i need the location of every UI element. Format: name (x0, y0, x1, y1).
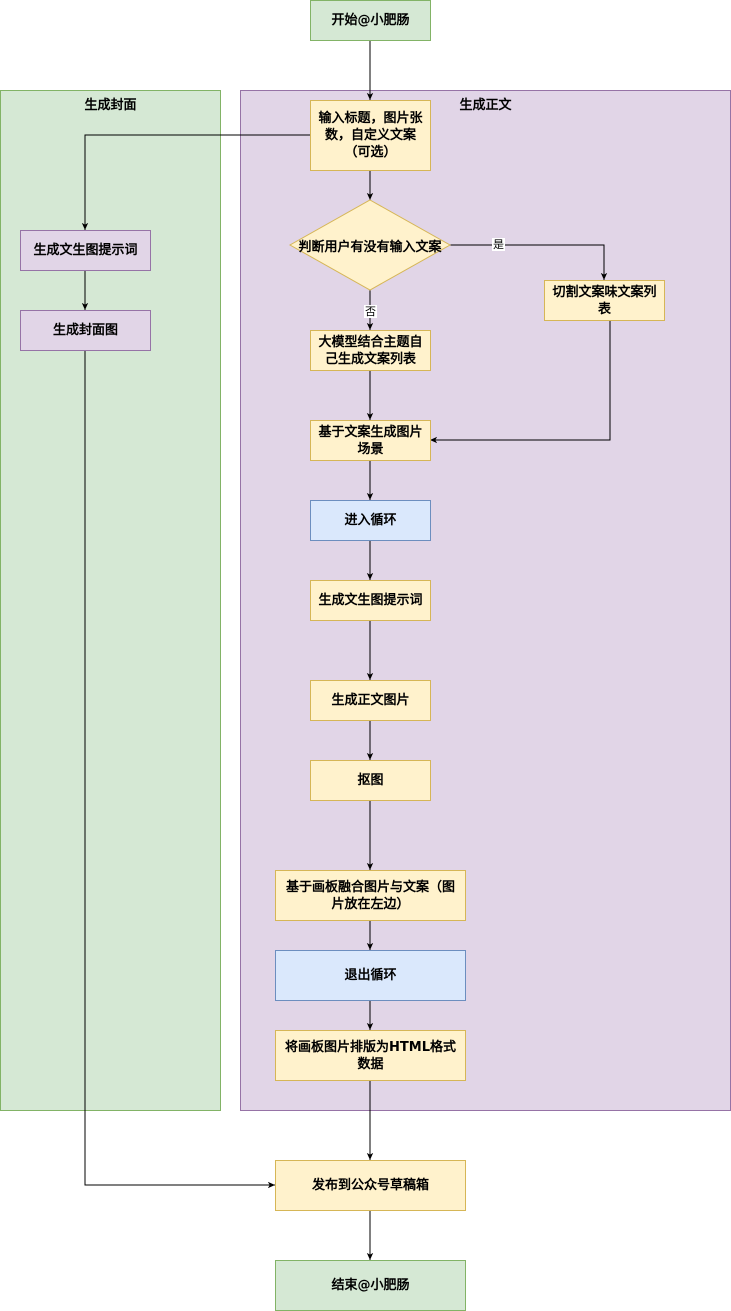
lane-cover-title: 生成封面 (84, 98, 137, 113)
split-node: 切割文案味文案列表 (544, 280, 665, 321)
loop-enter-node: 进入循环 (310, 500, 431, 541)
html-node: 将画板图片排版为HTML格式数据 (275, 1030, 466, 1081)
compose-node: 基于画板融合图片与文案（图片放在左边） (275, 870, 466, 921)
cover-prompt-node: 生成文生图提示词 (20, 230, 151, 271)
body-prompt-node: 生成文生图提示词 (310, 580, 431, 621)
loop-exit-node: 退出循环 (275, 950, 466, 1001)
scene-node: 基于文案生成图片场景 (310, 420, 431, 461)
edge-label-no: 否 (364, 305, 377, 318)
llm-list-node: 大模型结合主题自己生成文案列表 (310, 330, 431, 371)
start-node: 开始@小肥肠 (310, 0, 431, 41)
edge-label-yes: 是 (492, 238, 505, 251)
cutout-node: 抠图 (310, 760, 431, 801)
lane-body-title: 生成正文 (459, 98, 512, 113)
body-image-node: 生成正文图片 (310, 680, 431, 721)
cover-image-node: 生成封面图 (20, 310, 151, 351)
end-node: 结束@小肥肠 (275, 1260, 466, 1311)
publish-node: 发布到公众号草稿箱 (275, 1160, 466, 1211)
decision-label: 判断用户有没有输入文案 (298, 239, 442, 255)
input-node: 输入标题，图片张数，自定义文案（可选） (310, 100, 431, 171)
